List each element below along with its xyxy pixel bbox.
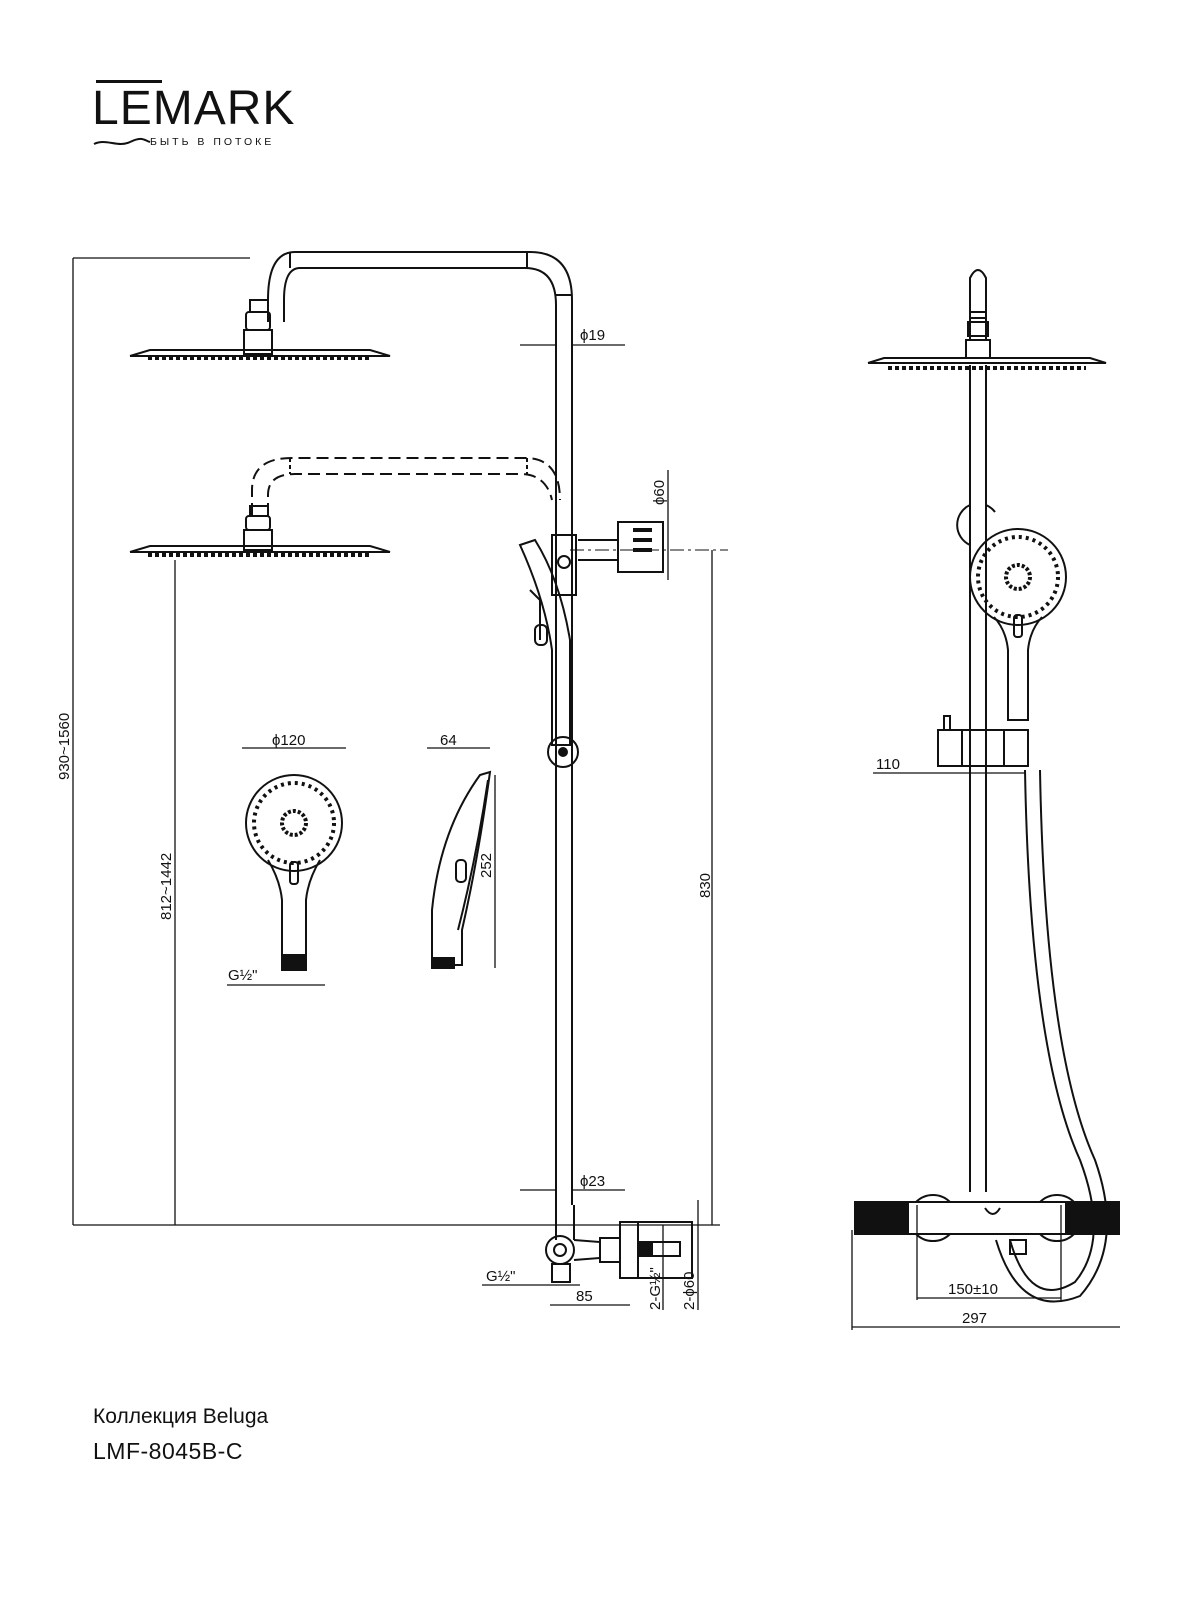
dim-wall-bracket-diameter: ϕ60 [651,480,668,505]
dim-mixer-total-width: 297 [962,1310,987,1327]
front-slide-rail [518,521,728,768]
front-overhead-shower-lowered [129,457,561,557]
logo-bar [96,80,162,83]
dimension-lines [72,257,1120,1330]
dim-slider-projection: 110 [876,756,900,773]
dim-hand-shower-length: 252 [478,853,495,878]
side-view-shower-column [854,269,1120,1303]
dim-total-height-range: 930~1560 [56,713,73,780]
brand-logo: LEMARK БЫТЬ В ПОТОКЕ [92,78,342,158]
brand-tagline: БЫТЬ В ПОТОКЕ [150,136,275,148]
dim-head-height-range: 812~1442 [158,853,175,920]
hand-shower-side-detail [431,770,492,969]
dim-bracket-to-mixer-height: 830 [697,873,714,898]
dim-inlet-flange-diameters: 2-ϕ60 [681,1272,698,1310]
dim-mixer-projection: 85 [576,1288,593,1305]
front-overhead-shower-raised [129,251,573,1205]
dim-inlet-connections: 2-G½" [647,1267,664,1310]
dim-lower-pipe-diameter: ϕ23 [580,1173,605,1190]
model-number: LMF-8045B-C [93,1438,243,1464]
dim-hand-shower-diameter: ϕ120 [272,732,305,749]
brand-name: LEMARK [92,82,296,135]
collection-name: Коллекция Beluga [93,1405,269,1428]
dim-overhead-pipe-diameter: ϕ19 [580,327,605,344]
logo-wave-icon [93,137,151,145]
dim-inlet-centers: 150±10 [948,1281,998,1298]
dim-mixer-outlet-connection: G½" [486,1268,516,1285]
dim-hand-shower-depth: 64 [440,732,457,749]
front-mixer-outlet [545,1205,693,1283]
dim-hand-shower-connection: G½" [228,967,258,984]
hand-shower-front-detail [245,774,343,971]
